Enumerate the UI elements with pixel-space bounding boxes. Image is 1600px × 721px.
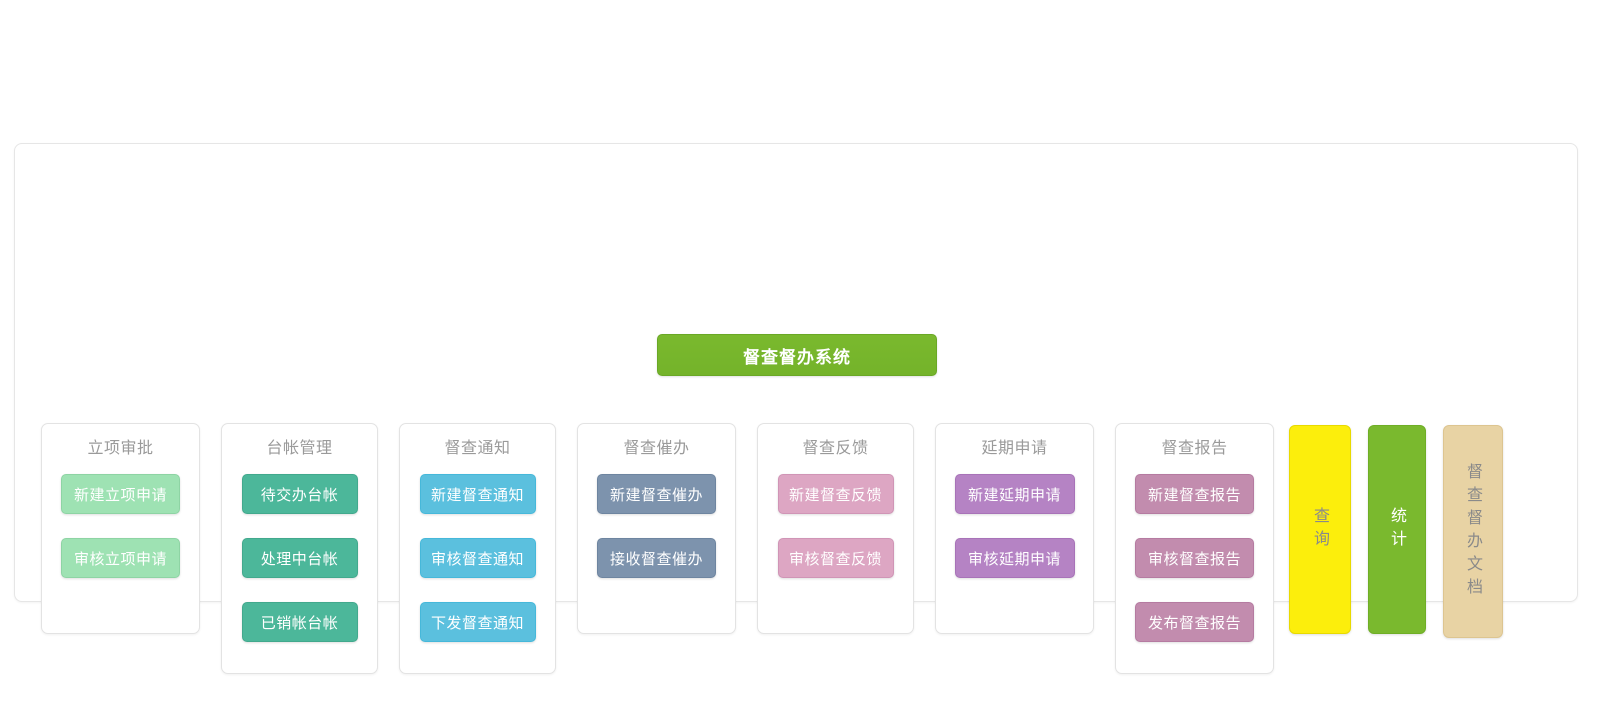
- module-action-button[interactable]: 审核督查报告: [1135, 538, 1254, 578]
- module-action-button[interactable]: 新建督查通知: [419, 474, 536, 514]
- side-bars-group: 查询 统计 督查督办文档: [1289, 425, 1503, 638]
- module-action-button[interactable]: 已销帐台帐: [241, 602, 358, 642]
- module-action-button[interactable]: 新建延期申请: [954, 474, 1075, 514]
- module-action-button[interactable]: 审核督查通知: [419, 538, 536, 578]
- side-bar-label: 查询: [1311, 506, 1330, 553]
- module-card: 立项审批新建立项申请审核立项申请: [41, 423, 200, 634]
- module-card: 督查报告新建督查报告审核督查报告发布督查报告: [1115, 423, 1274, 674]
- system-title-button[interactable]: 督查督办系统: [657, 334, 937, 376]
- module-action-button[interactable]: 审核延期申请: [954, 538, 1075, 578]
- module-card-title: 督查催办: [623, 438, 690, 457]
- module-action-button[interactable]: 新建督查催办: [597, 474, 716, 514]
- module-action-button[interactable]: 新建督查报告: [1135, 474, 1254, 514]
- module-card-title: 督查报告: [1161, 438, 1228, 457]
- module-card-title: 督查反馈: [802, 438, 869, 457]
- module-card-title: 台帐管理: [266, 438, 333, 457]
- module-action-button[interactable]: 接收督查催办: [597, 538, 716, 578]
- side-bar-button[interactable]: 督查督办文档: [1443, 425, 1503, 638]
- module-action-button[interactable]: 处理中台帐: [241, 538, 358, 578]
- module-cards-row: 立项审批新建立项申请审核立项申请台帐管理待交办台帐处理中台帐已销帐台帐督查通知新…: [41, 423, 1274, 674]
- module-action-button[interactable]: 审核立项申请: [61, 538, 180, 578]
- module-action-button[interactable]: 下发督查通知: [419, 602, 536, 642]
- side-bar-button[interactable]: 统计: [1368, 425, 1426, 634]
- module-action-button[interactable]: 新建督查反馈: [777, 474, 894, 514]
- module-card: 延期申请新建延期申请审核延期申请: [935, 423, 1094, 634]
- side-bar-label: 督查督办文档: [1464, 462, 1483, 601]
- module-action-button[interactable]: 待交办台帐: [241, 474, 358, 514]
- module-card: 督查通知新建督查通知审核督查通知下发督查通知: [399, 423, 556, 674]
- module-action-button[interactable]: 新建立项申请: [61, 474, 180, 514]
- module-card: 台帐管理待交办台帐处理中台帐已销帐台帐: [221, 423, 378, 674]
- side-bar-label: 统计: [1388, 506, 1407, 553]
- module-action-button[interactable]: 发布督查报告: [1135, 602, 1254, 642]
- main-panel: 督查督办系统 立项审批新建立项申请审核立项申请台帐管理待交办台帐处理中台帐已销帐…: [14, 143, 1578, 674]
- module-card: 督查反馈新建督查反馈审核督查反馈: [757, 423, 914, 634]
- module-card-title: 立项审批: [87, 438, 154, 457]
- module-card-title: 延期申请: [981, 438, 1048, 457]
- module-card-title: 督查通知: [444, 438, 511, 457]
- side-bar-button[interactable]: 查询: [1289, 425, 1351, 634]
- module-action-button[interactable]: 审核督查反馈: [777, 538, 894, 578]
- module-card: 督查催办新建督查催办接收督查催办: [577, 423, 736, 634]
